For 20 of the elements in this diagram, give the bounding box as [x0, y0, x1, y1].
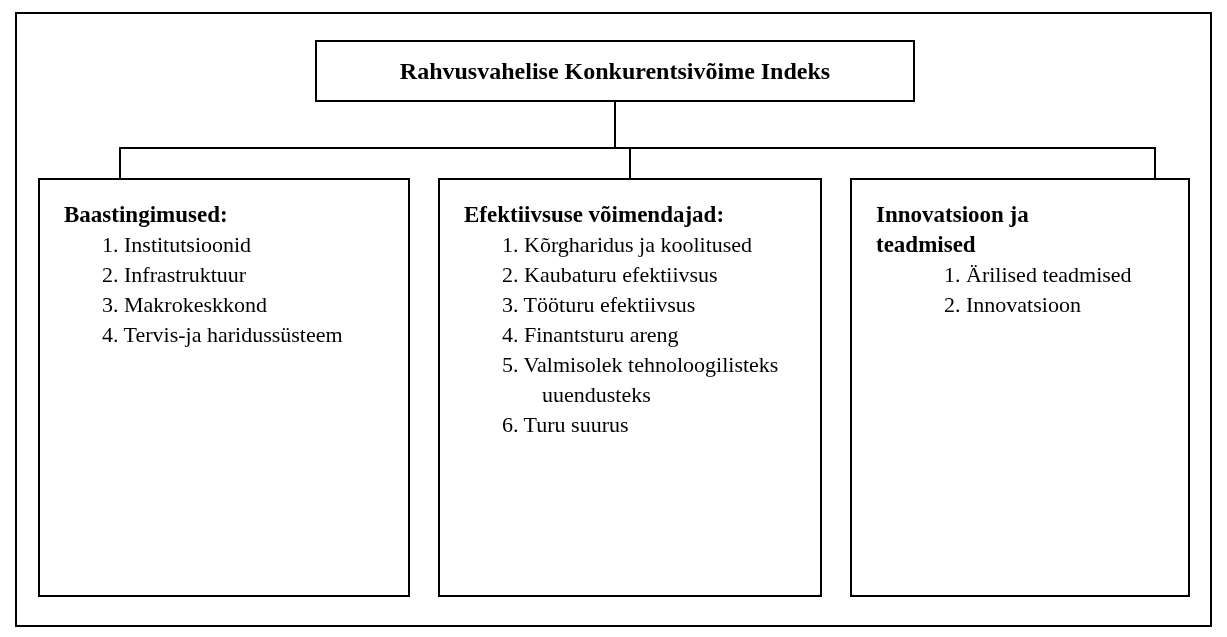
list-item: 5. Valmisolek tehnoloogilisteks uuendusteks — [502, 351, 780, 409]
category-box — [38, 178, 410, 597]
list-item: 2. Infrastruktuur — [102, 261, 248, 289]
category-box — [438, 178, 822, 597]
category-heading: Innovatsioon ja teadmised — [876, 201, 1030, 259]
list-item: 1. Institutsioonid — [102, 231, 253, 259]
list-item: 4. Tervis-ja haridussüsteem — [102, 321, 344, 349]
category-box — [850, 178, 1190, 597]
title-box — [315, 40, 915, 102]
category-heading: Baastingimused: — [64, 201, 229, 229]
title-text: Rahvusvahelise Konkurentsivõime Indeks — [399, 57, 831, 86]
list-item: 1. Kõrgharidus ja koolitused — [502, 231, 754, 259]
list-item: 3. Tööturu efektiivsus — [502, 291, 697, 319]
list-item: 4. Finantsturu areng — [502, 321, 680, 349]
list-item: 2. Innovatsioon — [944, 291, 1082, 319]
list-item: 2. Kaubaturu efektiivsus — [502, 261, 719, 289]
list-item: 1. Ärilised teadmised — [944, 261, 1133, 289]
list-item: 6. Turu suurus — [502, 411, 630, 439]
list-item: 3. Makrokeskkond — [102, 291, 268, 319]
category-heading: Efektiivsuse võimendajad: — [464, 201, 726, 229]
